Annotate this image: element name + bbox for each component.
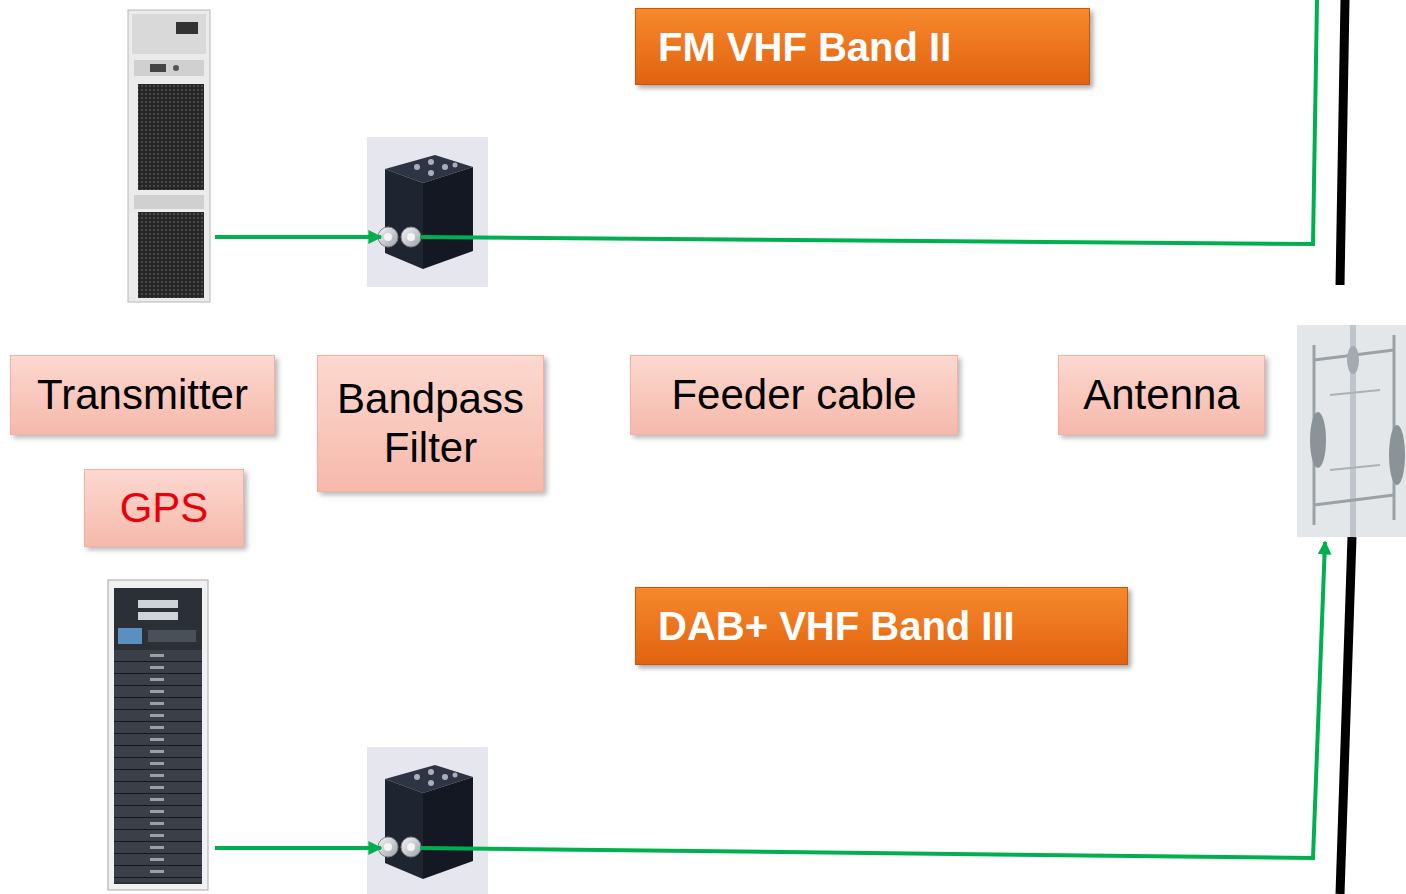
- label-text: DAB+ VHF Band III: [658, 603, 1015, 649]
- rf-signal-path-part: [215, 846, 381, 850]
- bandpass-filter-dab: [367, 747, 488, 894]
- rf-signal-path: [215, 0, 1325, 858]
- fm-transmitter-rack-part: [138, 212, 204, 298]
- fm-transmitter-rack-part: [134, 195, 204, 209]
- rf-signal-path-part: [215, 235, 381, 239]
- antenna-mast-part: [1340, 0, 1345, 285]
- rf-signal-path-part: [420, 542, 1325, 858]
- antenna-picture-part: [1347, 346, 1359, 374]
- component-label: Antenna: [1058, 355, 1265, 435]
- component-label: Transmitter: [10, 355, 275, 435]
- antenna-mast-part: [1340, 537, 1352, 894]
- fm-transmitter-rack-part: [176, 22, 198, 34]
- gps-label: GPS: [84, 469, 244, 547]
- antenna-picture-part: [1297, 325, 1406, 537]
- label-text: GPS: [120, 484, 209, 532]
- label-text: Feeder cable: [671, 371, 916, 419]
- dab-transmitter-rack-part: [108, 580, 208, 890]
- antenna-picture-part: [1330, 390, 1380, 395]
- dab-transmitter-rack-part: [148, 630, 196, 642]
- label-text: Transmitter: [37, 371, 248, 419]
- label-text: Antenna: [1083, 371, 1239, 419]
- fm-transmitter-rack-part: [173, 65, 179, 71]
- dab-transmitter-rack-part: [114, 650, 202, 882]
- antenna-picture-part: [1389, 425, 1405, 485]
- fm-transmitter-rack-part: [138, 84, 204, 190]
- antenna-picture-part: [1330, 465, 1380, 470]
- band-banner: FM VHF Band II: [635, 8, 1090, 85]
- antenna-picture: [1297, 325, 1406, 537]
- bandpass-filter-fm: [367, 137, 488, 287]
- antenna-picture-part: [1310, 412, 1326, 468]
- antenna-picture-part: [1314, 495, 1394, 505]
- fm-transmitter-rack-part: [150, 64, 166, 72]
- band-banner: DAB+ VHF Band III: [635, 587, 1128, 665]
- dab-transmitter-rack-part: [138, 600, 178, 608]
- fm-transmitter-rack-part: [132, 14, 206, 54]
- dab-transmitter-rack: [108, 580, 208, 890]
- fm-transmitter-rack-part: [128, 10, 210, 302]
- rf-signal-path-part: [420, 0, 1317, 244]
- fm-transmitter-rack-part: [134, 60, 204, 76]
- dab-transmitter-rack-part: [114, 588, 202, 884]
- fm-transmitter-rack: [128, 10, 210, 302]
- label-text: FM VHF Band II: [658, 24, 951, 70]
- component-label: Feeder cable: [630, 355, 958, 435]
- label-text: Bandpass Filter: [328, 375, 533, 472]
- dab-transmitter-rack-part: [138, 612, 178, 620]
- component-label: Bandpass Filter: [317, 355, 544, 492]
- dab-transmitter-rack-part: [118, 628, 142, 644]
